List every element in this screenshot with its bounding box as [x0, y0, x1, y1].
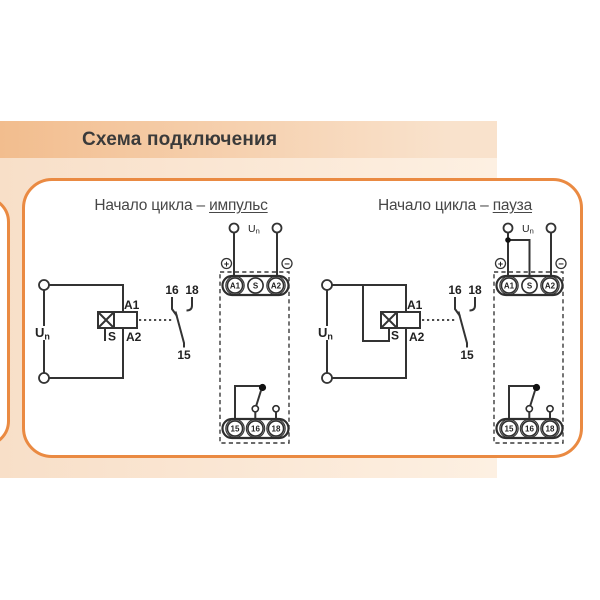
- terminal-a2-label: A2: [545, 281, 556, 290]
- supply-terminal-icon: [502, 222, 514, 234]
- terminal-15: [226, 420, 244, 437]
- circuit-schematic-pause: Un S A1 A2 16 18 15: [316, 279, 482, 384]
- contact-16-label: 16: [165, 283, 179, 297]
- terminal-ring: [540, 418, 560, 439]
- a2-label: A2: [409, 330, 425, 344]
- terminal-s-label: S: [253, 281, 259, 290]
- s-label: S: [108, 330, 116, 344]
- changeover-contact-icon: 16 18 15: [165, 283, 199, 362]
- supply-terminal-icon: [321, 279, 333, 291]
- section-header-band: [0, 121, 497, 158]
- plus-terminal-icon: +: [220, 257, 233, 270]
- un-label: Un: [35, 325, 50, 342]
- terminal-18-label: 18: [272, 424, 281, 433]
- contact-pivot-dot: [532, 383, 541, 392]
- terminal-a1: [500, 277, 518, 294]
- svg-text:+: +: [224, 259, 229, 269]
- supply-terminal-icon: [38, 372, 50, 384]
- a2-label: A2: [126, 330, 142, 344]
- output-contact-icon: [508, 383, 554, 419]
- a1-label: A1: [407, 298, 423, 312]
- relay-coil-icon: [380, 311, 421, 329]
- terminal-s-label: S: [527, 281, 533, 290]
- contact-18-label: 18: [468, 283, 482, 297]
- circuit-schematic-pulse: Un S A1 A2 16 18 15: [33, 279, 199, 384]
- wire-bottom: [49, 328, 124, 379]
- module-outline: [493, 271, 564, 444]
- label-halo: [316, 326, 333, 340]
- wire-top: [49, 284, 124, 312]
- terminal-15: [500, 420, 518, 437]
- terminal-ring: [499, 418, 519, 439]
- diagram-title-pulse: Начало цикла – импульс: [76, 197, 286, 215]
- supply-terminal-icon: [545, 222, 557, 234]
- contact-18-label: 18: [185, 283, 199, 297]
- terminal-18: [541, 420, 559, 437]
- terminal-18: [267, 420, 285, 437]
- relay-module-pause: Un + − A1 S A2: [493, 222, 567, 444]
- contact-15-label: 15: [460, 348, 474, 362]
- terminal-ring: [499, 275, 519, 296]
- un-label: Un: [248, 223, 260, 236]
- svg-text:−: −: [558, 259, 564, 270]
- terminal-a1-label: A1: [230, 281, 241, 290]
- terminal-18-label: 18: [546, 424, 555, 433]
- s-label: S: [391, 329, 399, 343]
- changeover-contact-icon: 16 18 15: [448, 283, 482, 362]
- supply-terminal-icon: [321, 372, 333, 384]
- terminal-16-label: 16: [251, 424, 260, 433]
- wire-bottom: [332, 328, 407, 379]
- contact-pivot-dot: [258, 383, 267, 392]
- terminal-ring: [519, 418, 540, 439]
- terminal-ring: [225, 275, 245, 296]
- terminal-a1-label: A1: [504, 281, 515, 290]
- plus-terminal-icon: +: [494, 257, 507, 270]
- minus-terminal-icon: −: [555, 257, 567, 270]
- terminal-ring: [266, 275, 286, 296]
- contact-15-label: 15: [177, 348, 191, 362]
- terminal-16: [247, 420, 264, 437]
- diagram-title-pause: Начало цикла – пауза: [357, 197, 553, 215]
- page-title: Схема подключения: [82, 129, 278, 150]
- terminal-16-label: 16: [525, 424, 534, 433]
- terminal-ring: [245, 418, 266, 439]
- un-label: Un: [318, 325, 333, 342]
- terminal-a1: [226, 277, 244, 294]
- terminal-ring: [540, 275, 560, 296]
- diagram-title-emphasis: пауза: [492, 197, 533, 214]
- diagram-title-prefix: Начало цикла –: [94, 197, 210, 214]
- minus-terminal-icon: −: [281, 257, 293, 270]
- label-halo: [33, 326, 50, 340]
- svg-text:−: −: [284, 259, 290, 270]
- supply-terminal-icon: [271, 222, 283, 234]
- terminal-s: [521, 277, 538, 294]
- contact-16-label: 16: [448, 283, 462, 297]
- terminal-a2-label: A2: [271, 281, 282, 290]
- supply-wires: [233, 232, 278, 278]
- junction-dot: [505, 237, 511, 243]
- relay-coil-icon: [97, 311, 138, 329]
- svg-text:+: +: [498, 259, 503, 269]
- terminal-a2: [267, 277, 285, 294]
- module-outline: [219, 271, 290, 444]
- a1-label: A1: [124, 298, 140, 312]
- relay-module-pulse: Un + − A1 S A2: [219, 222, 293, 444]
- un-label: Un: [522, 223, 534, 236]
- diagram-title-prefix: Начало цикла –: [377, 197, 493, 214]
- s-branch-wire: [362, 285, 390, 342]
- s-branch-wire: [508, 239, 531, 278]
- output-contact-icon: [234, 383, 280, 419]
- terminal-a2: [541, 277, 559, 294]
- terminal-ring: [266, 418, 286, 439]
- terminal-ring: [225, 418, 245, 439]
- terminal-16: [521, 420, 538, 437]
- terminal-s: [247, 277, 264, 294]
- wire-top: [332, 284, 407, 312]
- diagram-title-emphasis: импульс: [209, 197, 268, 214]
- supply-terminal-icon: [38, 279, 50, 291]
- terminal-15-label: 15: [231, 424, 240, 433]
- terminal-15-label: 15: [505, 424, 514, 433]
- supply-terminal-icon: [228, 222, 240, 234]
